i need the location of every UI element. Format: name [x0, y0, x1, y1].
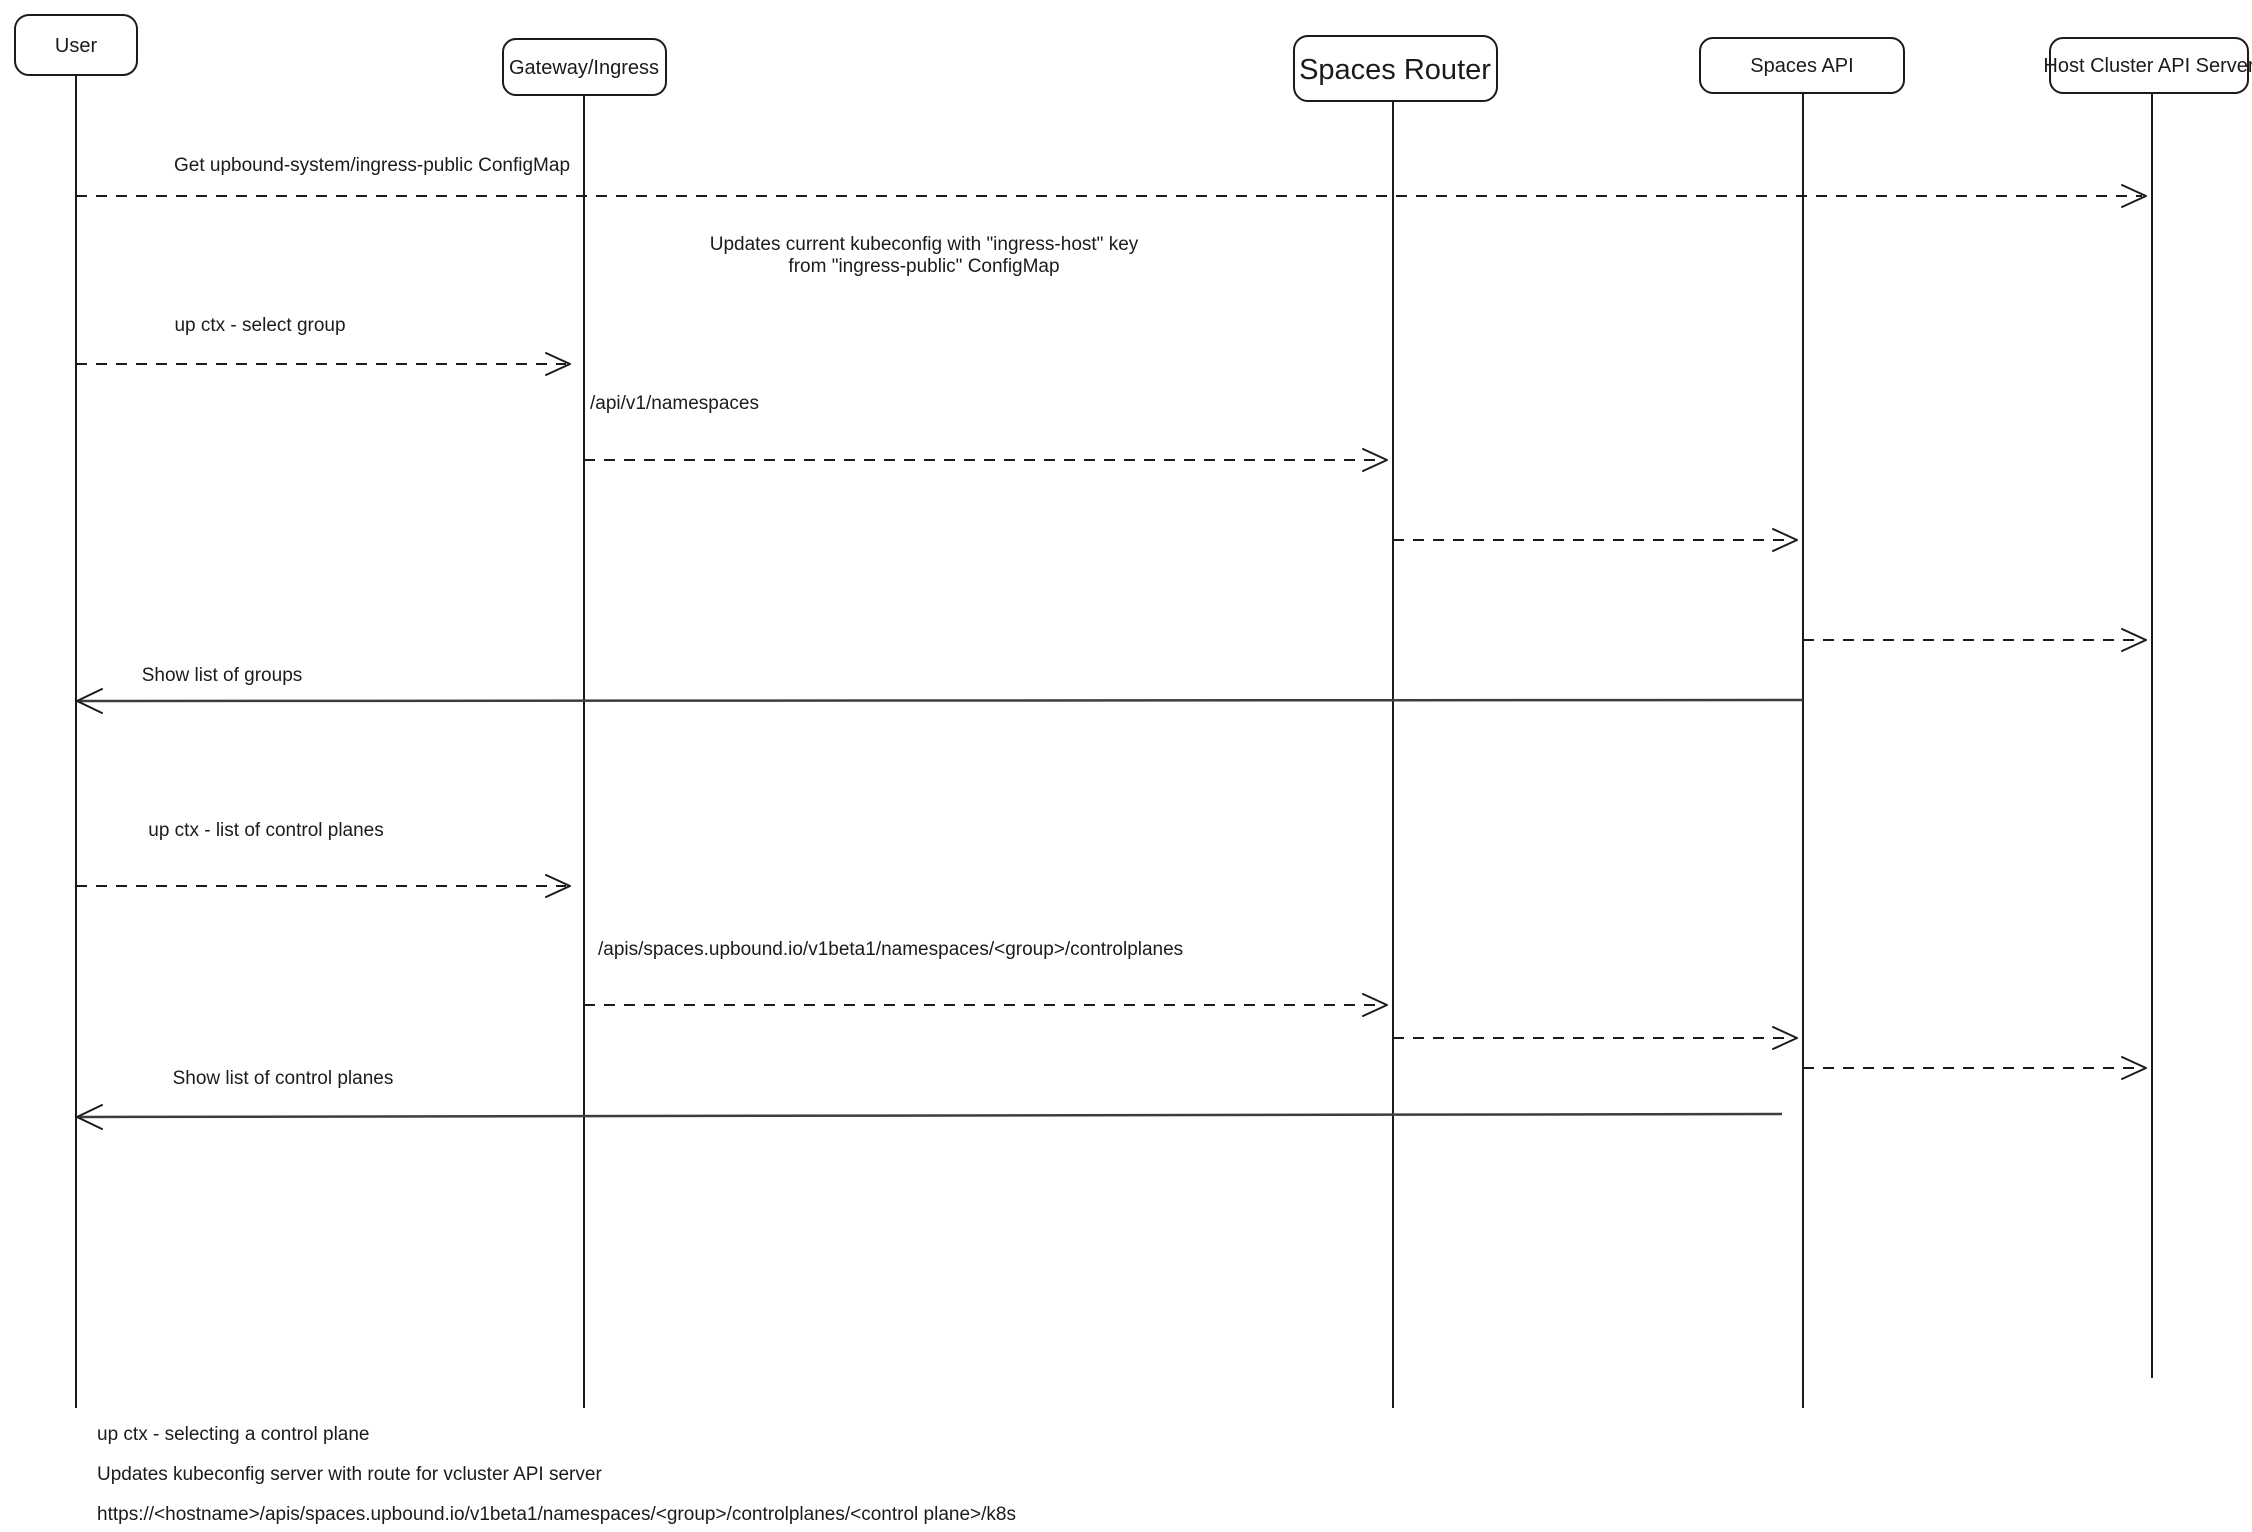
message-select-group: up ctx - select group — [76, 315, 571, 376]
actor-spaces-api-box — [1699, 37, 1905, 94]
message-api-to-host-1 — [1803, 628, 2147, 652]
message-api-namespaces: /api/v1/namespaces — [584, 393, 1388, 472]
annotation-line2: from "ingress-public" ConfigMap — [788, 256, 1059, 277]
arrowhead-right-icon — [1362, 993, 1388, 1017]
arrowhead-right-icon — [545, 352, 571, 376]
actor-host-cluster-box — [2049, 37, 2249, 94]
actor-spaces-api: Spaces API — [1699, 37, 1905, 94]
note-selecting-control-plane: up ctx - selecting a control plane — [97, 1424, 370, 1445]
message-show-control-planes-line — [79, 1112, 1783, 1119]
actor-spaces-router: Spaces Router — [1293, 35, 1498, 102]
footer-notes: up ctx - selecting a control plane Updat… — [97, 1424, 1016, 1525]
message-select-group-label: up ctx - select group — [174, 315, 345, 336]
arrowhead-right-icon — [2121, 628, 2147, 652]
actor-host-cluster: Host Cluster API Server — [2043, 37, 2252, 94]
actor-spaces-router-label: Spaces Router — [1299, 54, 1491, 86]
actor-gateway-ingress: Gateway/Ingress — [502, 38, 667, 96]
message-show-groups-label: Show list of groups — [142, 665, 303, 686]
actor-user: User — [14, 14, 138, 76]
message-show-groups: Show list of groups — [76, 665, 1804, 714]
arrowhead-right-icon — [1362, 448, 1388, 472]
arrowhead-right-icon — [2121, 184, 2147, 208]
annotation-line1: Updates current kubeconfig with "ingress… — [710, 234, 1139, 255]
arrowhead-left-icon — [76, 688, 103, 714]
actor-host-cluster-label: Host Cluster API Server — [2043, 55, 2252, 77]
annotation-updates-kubeconfig: Updates current kubeconfig with "ingress… — [710, 234, 1139, 277]
actor-spaces-router-box — [1293, 35, 1498, 102]
arrowhead-right-icon — [1772, 1026, 1798, 1050]
actor-user-box — [14, 14, 138, 76]
message-apis-controlplanes-label: /apis/spaces.upbound.io/v1beta1/namespac… — [598, 939, 1183, 960]
note-vcluster-url: https://<hostname>/apis/spaces.upbound.i… — [97, 1504, 1016, 1525]
message-router-to-api-1 — [1393, 528, 1798, 552]
message-list-control-planes: up ctx - list of control planes — [76, 820, 571, 898]
note-updates-kubeconfig-server: Updates kubeconfig server with route for… — [97, 1464, 602, 1485]
actor-gateway-ingress-label: Gateway/Ingress — [509, 57, 659, 79]
message-apis-controlplanes: /apis/spaces.upbound.io/v1beta1/namespac… — [584, 939, 1388, 1017]
message-router-to-api-2 — [1393, 1026, 1798, 1050]
message-show-groups-line — [79, 698, 1804, 703]
actor-user-label: User — [55, 35, 98, 57]
arrowhead-right-icon — [545, 874, 571, 898]
arrowhead-right-icon — [2121, 1056, 2147, 1080]
message-show-control-planes: Show list of control planes — [76, 1068, 1783, 1130]
message-get-configmap: Get upbound-system/ingress-public Config… — [76, 155, 2147, 208]
message-list-control-planes-label: up ctx - list of control planes — [148, 820, 384, 841]
message-api-namespaces-label: /api/v1/namespaces — [590, 393, 759, 414]
arrowhead-right-icon — [1772, 528, 1798, 552]
actor-gateway-ingress-box — [502, 38, 667, 96]
arrowhead-left-icon — [76, 1104, 103, 1130]
message-api-to-host-2 — [1803, 1056, 2147, 1080]
actor-spaces-api-label: Spaces API — [1750, 55, 1853, 77]
message-get-configmap-label: Get upbound-system/ingress-public Config… — [174, 155, 570, 176]
message-show-control-planes-label: Show list of control planes — [173, 1068, 394, 1089]
